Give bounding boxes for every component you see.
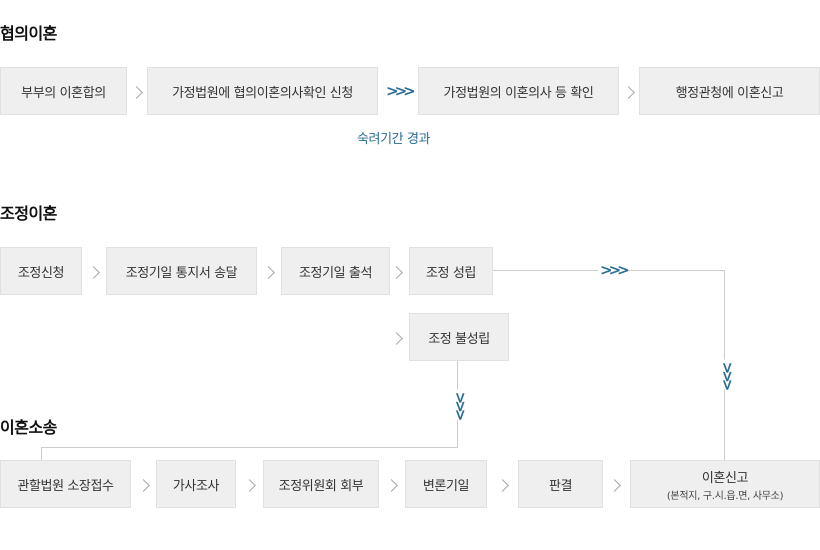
chevron-right-icon [262,266,275,279]
agreement-step-2: 가정법원에 협의이혼의사확인 신청 [147,67,378,115]
chevron-right-icon [608,479,621,492]
mediation-step-4: 조정 성립 [409,247,493,295]
chevron-right-icon [496,479,509,492]
divorce-report-label: 이혼신고 [701,470,749,486]
agreement-step-3: 가정법원의 이혼의사 등 확인 [418,67,619,115]
chevron-right-icon [390,266,403,279]
litigation-step-2: 가사조사 [156,460,236,508]
agreement-step-4: 행정관청에 이혼신고 [639,67,820,115]
chevron-right-icon [390,332,403,345]
mediation-failure: 조정 불성립 [409,313,509,361]
divorce-report-offices: (본적지, 구.시.읍.면, 사무소) [666,490,784,502]
litigation-step-5: 판결 [518,460,603,508]
chevron-right-icon [385,479,398,492]
connector-line [41,447,458,448]
chevron-right-icon [137,479,150,492]
cooling-off-note: 숙려기간 경과 [357,132,431,147]
section-title-agreement: 협의이혼 [0,24,57,43]
section-title-mediation: 조정이혼 [0,204,57,223]
chevron-right-icon [130,86,143,99]
chevron-right-icon [243,479,256,492]
triple-chevron-icon: >>> [598,261,630,279]
divorce-report-box: 이혼신고 (본적지, 구.시.읍.면, 사무소) [630,460,820,508]
litigation-step-4: 변론기일 [405,460,487,508]
agreement-step-1: 부부의 이혼합의 [0,67,127,115]
chevron-right-icon [622,86,635,99]
triple-chevron-down-icon: >>> [451,389,470,420]
mediation-step-3: 조정기일 출석 [281,247,390,295]
mediation-step-2: 조정기일 통지서 송달 [106,247,257,295]
connector-line [41,447,42,460]
litigation-step-3: 조정위원회 회부 [263,460,379,508]
section-title-litigation: 이혼소송 [0,414,61,438]
mediation-step-1: 조정신청 [0,247,82,295]
litigation-step-1: 관할법원 소장접수 [0,460,131,508]
chevron-right-icon [87,266,100,279]
triple-chevron-down-icon: >>> [718,359,737,390]
triple-chevron-icon: >>> [386,82,416,100]
